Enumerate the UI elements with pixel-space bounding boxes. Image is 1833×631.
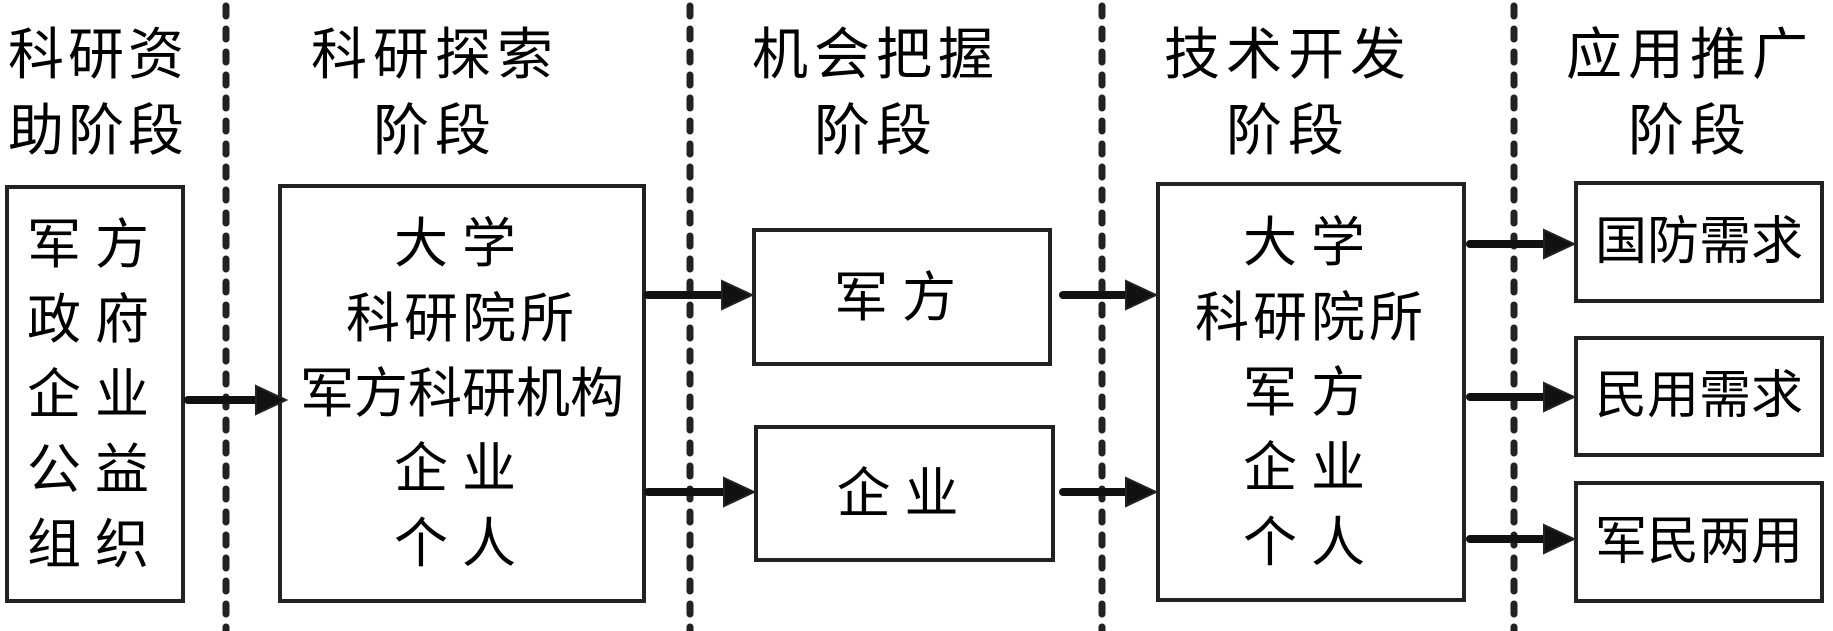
box-military: 军方 [752,228,1052,366]
stage-title-line: 阶段 [373,99,497,164]
box-line: 民用需求 [1594,366,1803,426]
box-line: 军方 [834,265,970,329]
box-line: 国防需求 [1594,211,1803,272]
box-line: 军方 [27,212,163,276]
box-line: 科研院所 [346,287,578,350]
stage-title-application: 应用推广 阶段 [1554,18,1826,170]
box-civil-demand: 民用需求 [1574,336,1824,457]
arrow-head-icon [723,476,757,508]
flow-arrow-enterprise-to-developers [1059,476,1159,508]
box-line: 大学 [1243,210,1379,274]
box-line: 政府 [27,287,163,351]
stage-title-line: 阶段 [1628,99,1752,164]
box-line: 个人 [1243,510,1379,574]
box-line: 个人 [394,512,530,575]
arrow-head-icon [1543,381,1577,413]
flow-arrow-developers-to-defense_demand [1466,228,1577,260]
stage-title-development: 技术开发 阶段 [1152,18,1424,170]
flow-arrow-military-to-developers [1059,279,1159,311]
box-line: 企业 [836,462,973,525]
flow-arrow-explorers-to-enterprise [644,476,757,508]
arrow-head-icon [1125,279,1159,311]
arrow-head-icon [1543,228,1577,260]
arrow-head-icon [1125,476,1159,508]
box-enterprise: 企业 [754,425,1055,562]
box-line: 大学 [394,212,530,275]
stage-title-line: 阶段 [814,99,938,164]
flow-arrow-explorers-to-military [644,279,755,311]
stage-title-line: 技术开发 [1164,23,1412,88]
flow-arrow-developers-to-civil_demand [1466,381,1577,413]
box-line: 科研院所 [1195,285,1427,349]
stage-title-opportunity: 机会把握 阶段 [740,18,1012,170]
flow-arrow-funders-to-explorers [184,384,289,416]
stage-title-exploration: 科研探索 阶段 [300,18,570,170]
box-dual-use: 军民两用 [1574,481,1824,603]
stage-title-line: 科研资 [8,23,188,88]
box-explorers: 大学 科研院所 军方科研机构 企业 个人 [278,184,646,603]
box-defense-demand: 国防需求 [1574,181,1824,303]
box-line: 企业 [27,362,163,426]
stage-title-line: 助阶段 [8,99,188,164]
arrow-head-icon [1543,523,1577,555]
box-line: 军方科研机构 [300,362,624,425]
stage-title-funding: 科研资 助阶段 [0,18,196,170]
box-funders: 军方 政府 企业 公益 组织 [5,185,185,603]
stage-title-line: 科研探索 [311,23,559,88]
stage-title-line: 机会把握 [752,23,1000,88]
box-developers: 大学 科研院所 军方 企业 个人 [1156,182,1466,602]
box-line: 企业 [1243,435,1379,499]
arrow-head-icon [721,279,755,311]
box-line: 企业 [394,437,530,500]
box-line: 军民两用 [1594,511,1803,572]
box-line: 公益 [27,437,163,501]
stage-title-line: 应用推广 [1566,23,1814,88]
flow-arrow-developers-to-dual_use [1466,523,1577,555]
box-line: 军方 [1243,360,1379,424]
stage-title-line: 阶段 [1226,99,1350,164]
box-line: 组织 [27,512,163,576]
